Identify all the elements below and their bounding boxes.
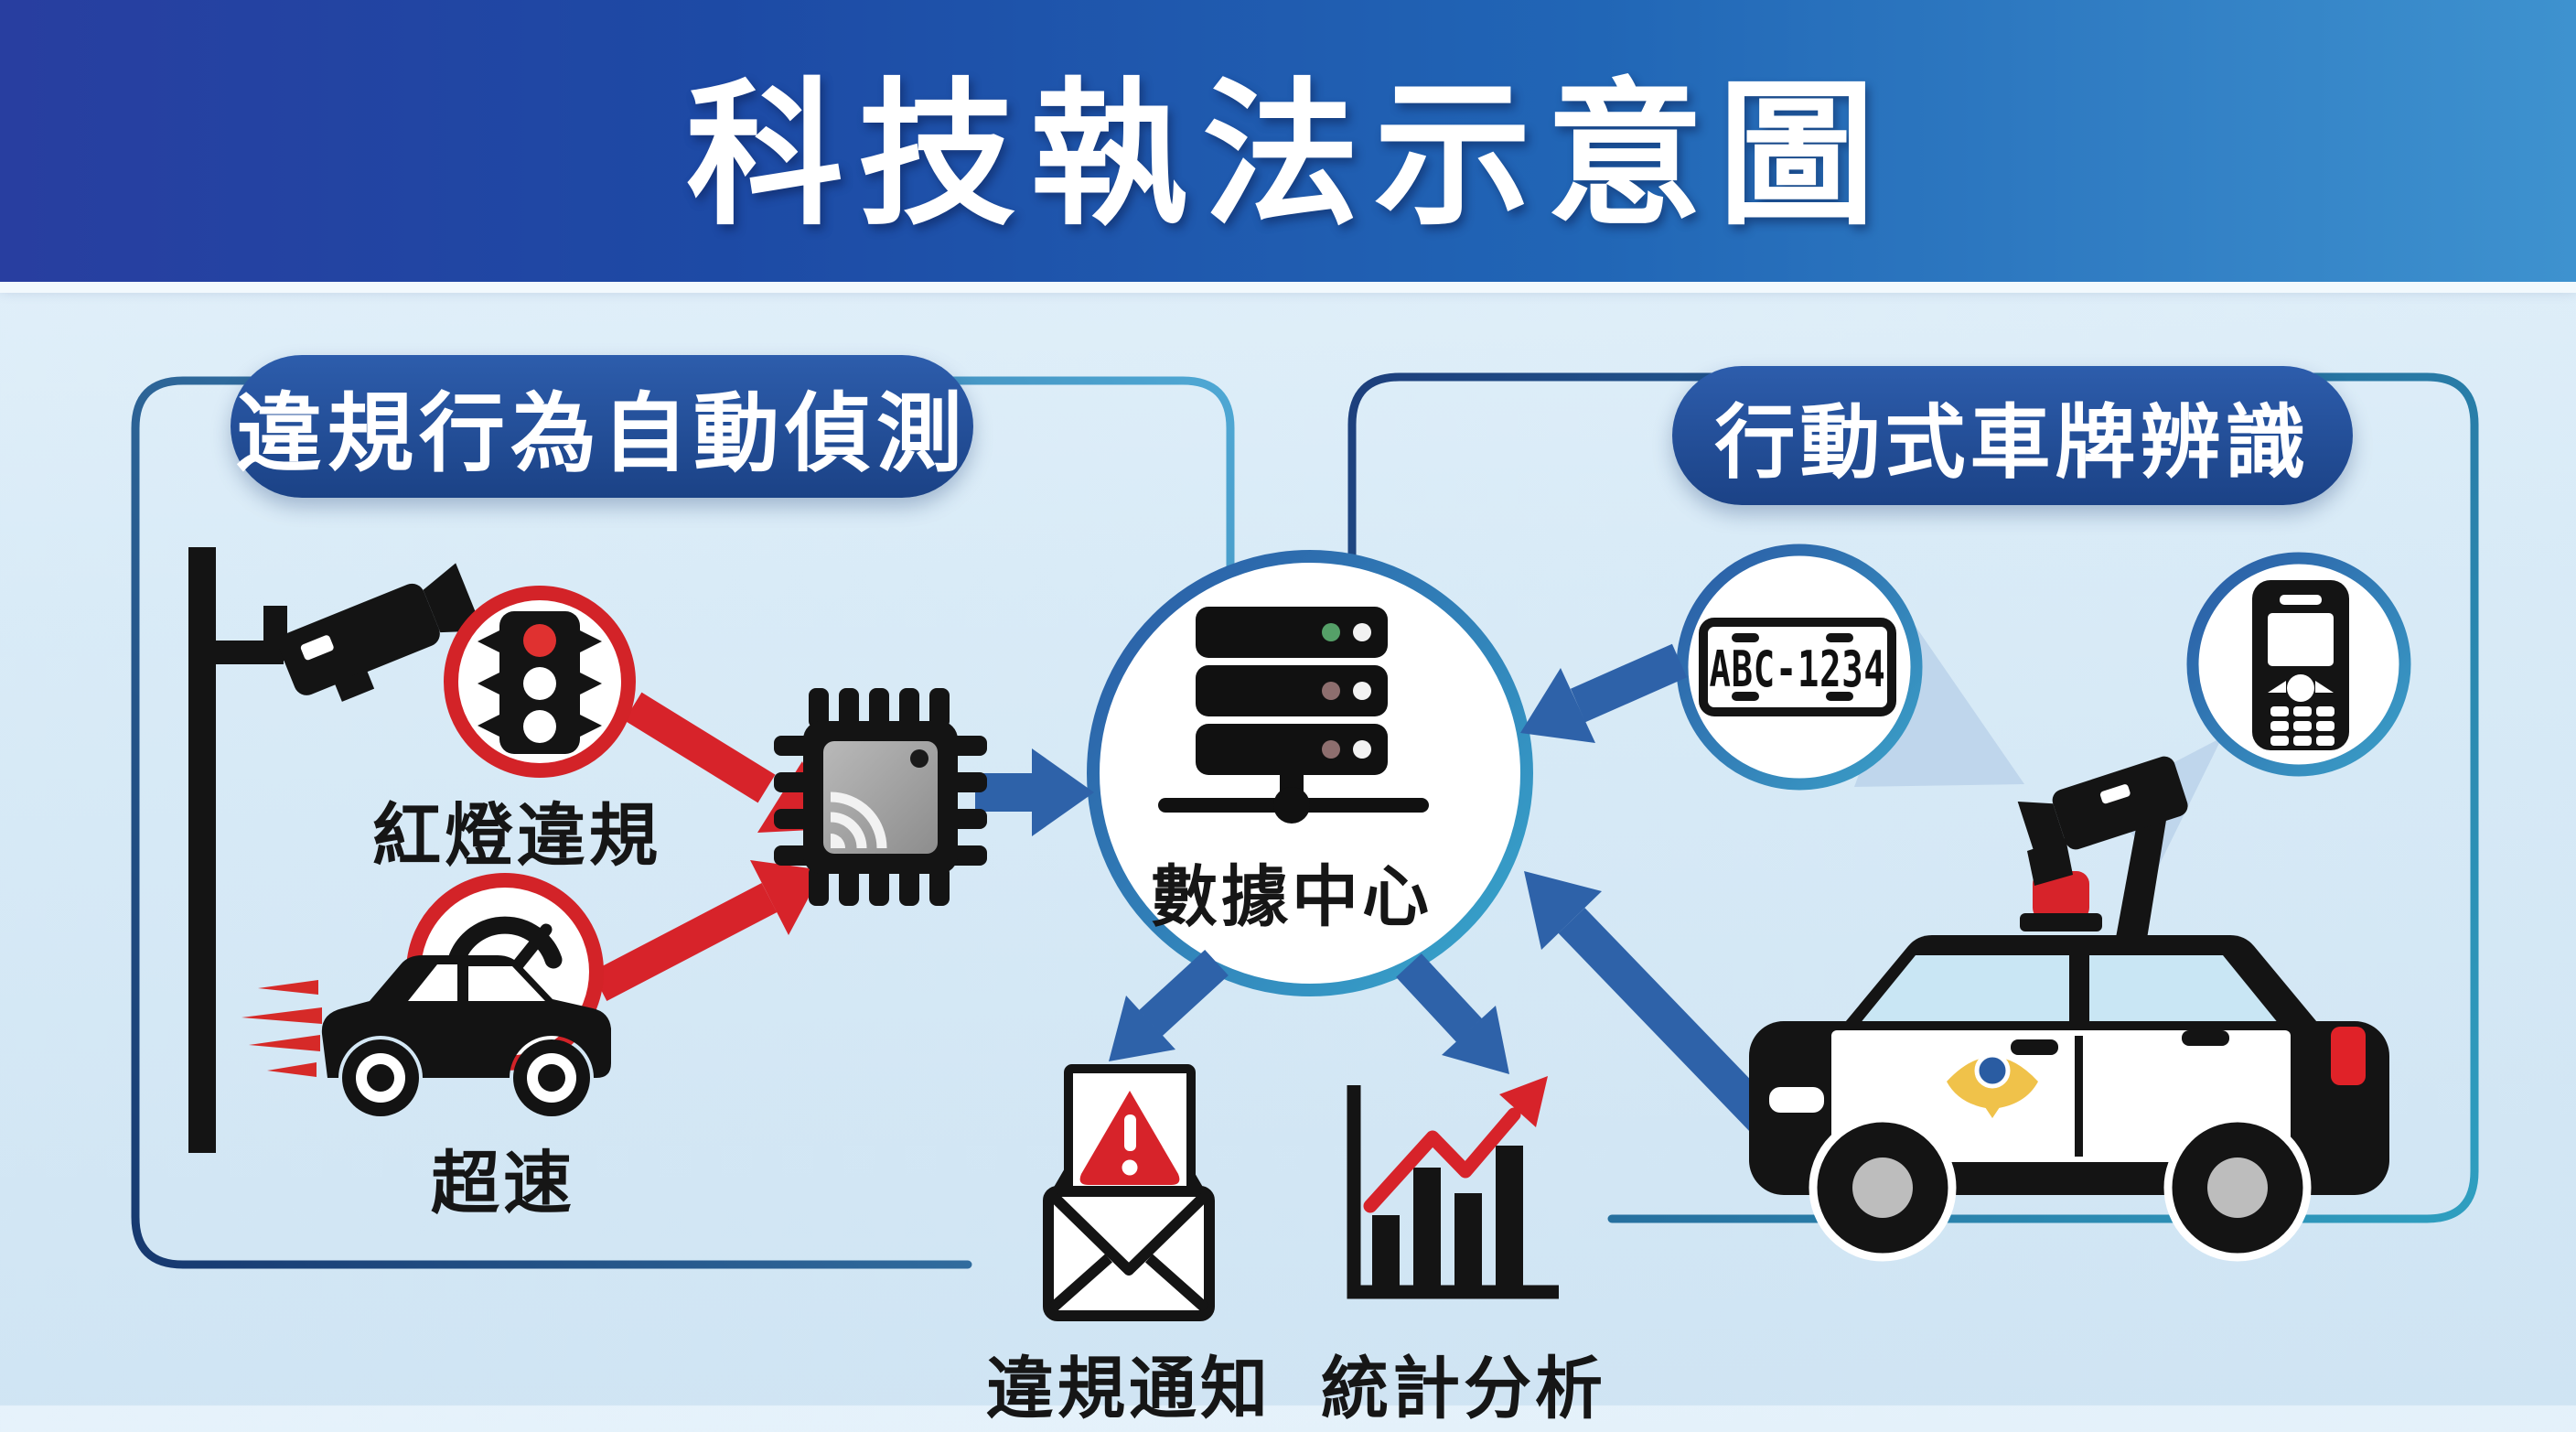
envelope-alert-icon: [1043, 1064, 1215, 1321]
speeding-label: 超速: [430, 1143, 576, 1223]
left-section-container: [131, 376, 1235, 1269]
server-icon: [1158, 607, 1429, 824]
beacon-light-icon: [2020, 871, 2102, 931]
arrow-plate-to-datacenter: [1520, 643, 1688, 743]
plate-scan-beam: [1854, 625, 2024, 787]
speeding-car-icon: [242, 955, 611, 1116]
police-badge-icon: [1947, 1052, 2038, 1118]
left-section-header-label: 違規行為自動偵測: [235, 384, 968, 484]
license-plate-number: ABC-1234: [1709, 641, 1886, 698]
violation-notice-label: 違規通知: [986, 1350, 1272, 1428]
arrow-chip-to-datacenter: [975, 748, 1094, 836]
page-title: 科技執法示意圖: [686, 63, 1890, 247]
bar-chart-icon: [1347, 1076, 1559, 1299]
title-banner: 科技執法示意圖: [0, 0, 2576, 282]
chip-icon: [774, 688, 987, 906]
cctv-camera-icon: [188, 547, 484, 1153]
left-section-header: 違規行為自動偵測: [231, 355, 973, 498]
license-plate: [1699, 618, 1896, 716]
traffic-light-icon: [444, 586, 636, 778]
red-light-violation-label: 紅燈違規: [371, 795, 662, 876]
arrow-datacenter-to-stats: [1396, 953, 1509, 1074]
right-section-container: [1347, 372, 2479, 1223]
police-car: [1749, 756, 2389, 1262]
right-section-header: 行動式車牌辨識: [1672, 366, 2353, 505]
banner-divider: [0, 282, 2576, 293]
roof-camera-icon: [2017, 756, 2188, 944]
arrow-speeding-to-chip: [591, 860, 823, 1001]
arrow-datacenter-to-notice: [1109, 949, 1229, 1061]
handheld-device-icon: [2252, 580, 2349, 750]
right-section-header-label: 行動式車牌辨識: [1714, 394, 2311, 490]
statistics-analysis-label: 統計分析: [1321, 1350, 1606, 1428]
data-center-label: 數據中心: [1151, 858, 1433, 936]
speed-lines-icon: [242, 980, 322, 1077]
